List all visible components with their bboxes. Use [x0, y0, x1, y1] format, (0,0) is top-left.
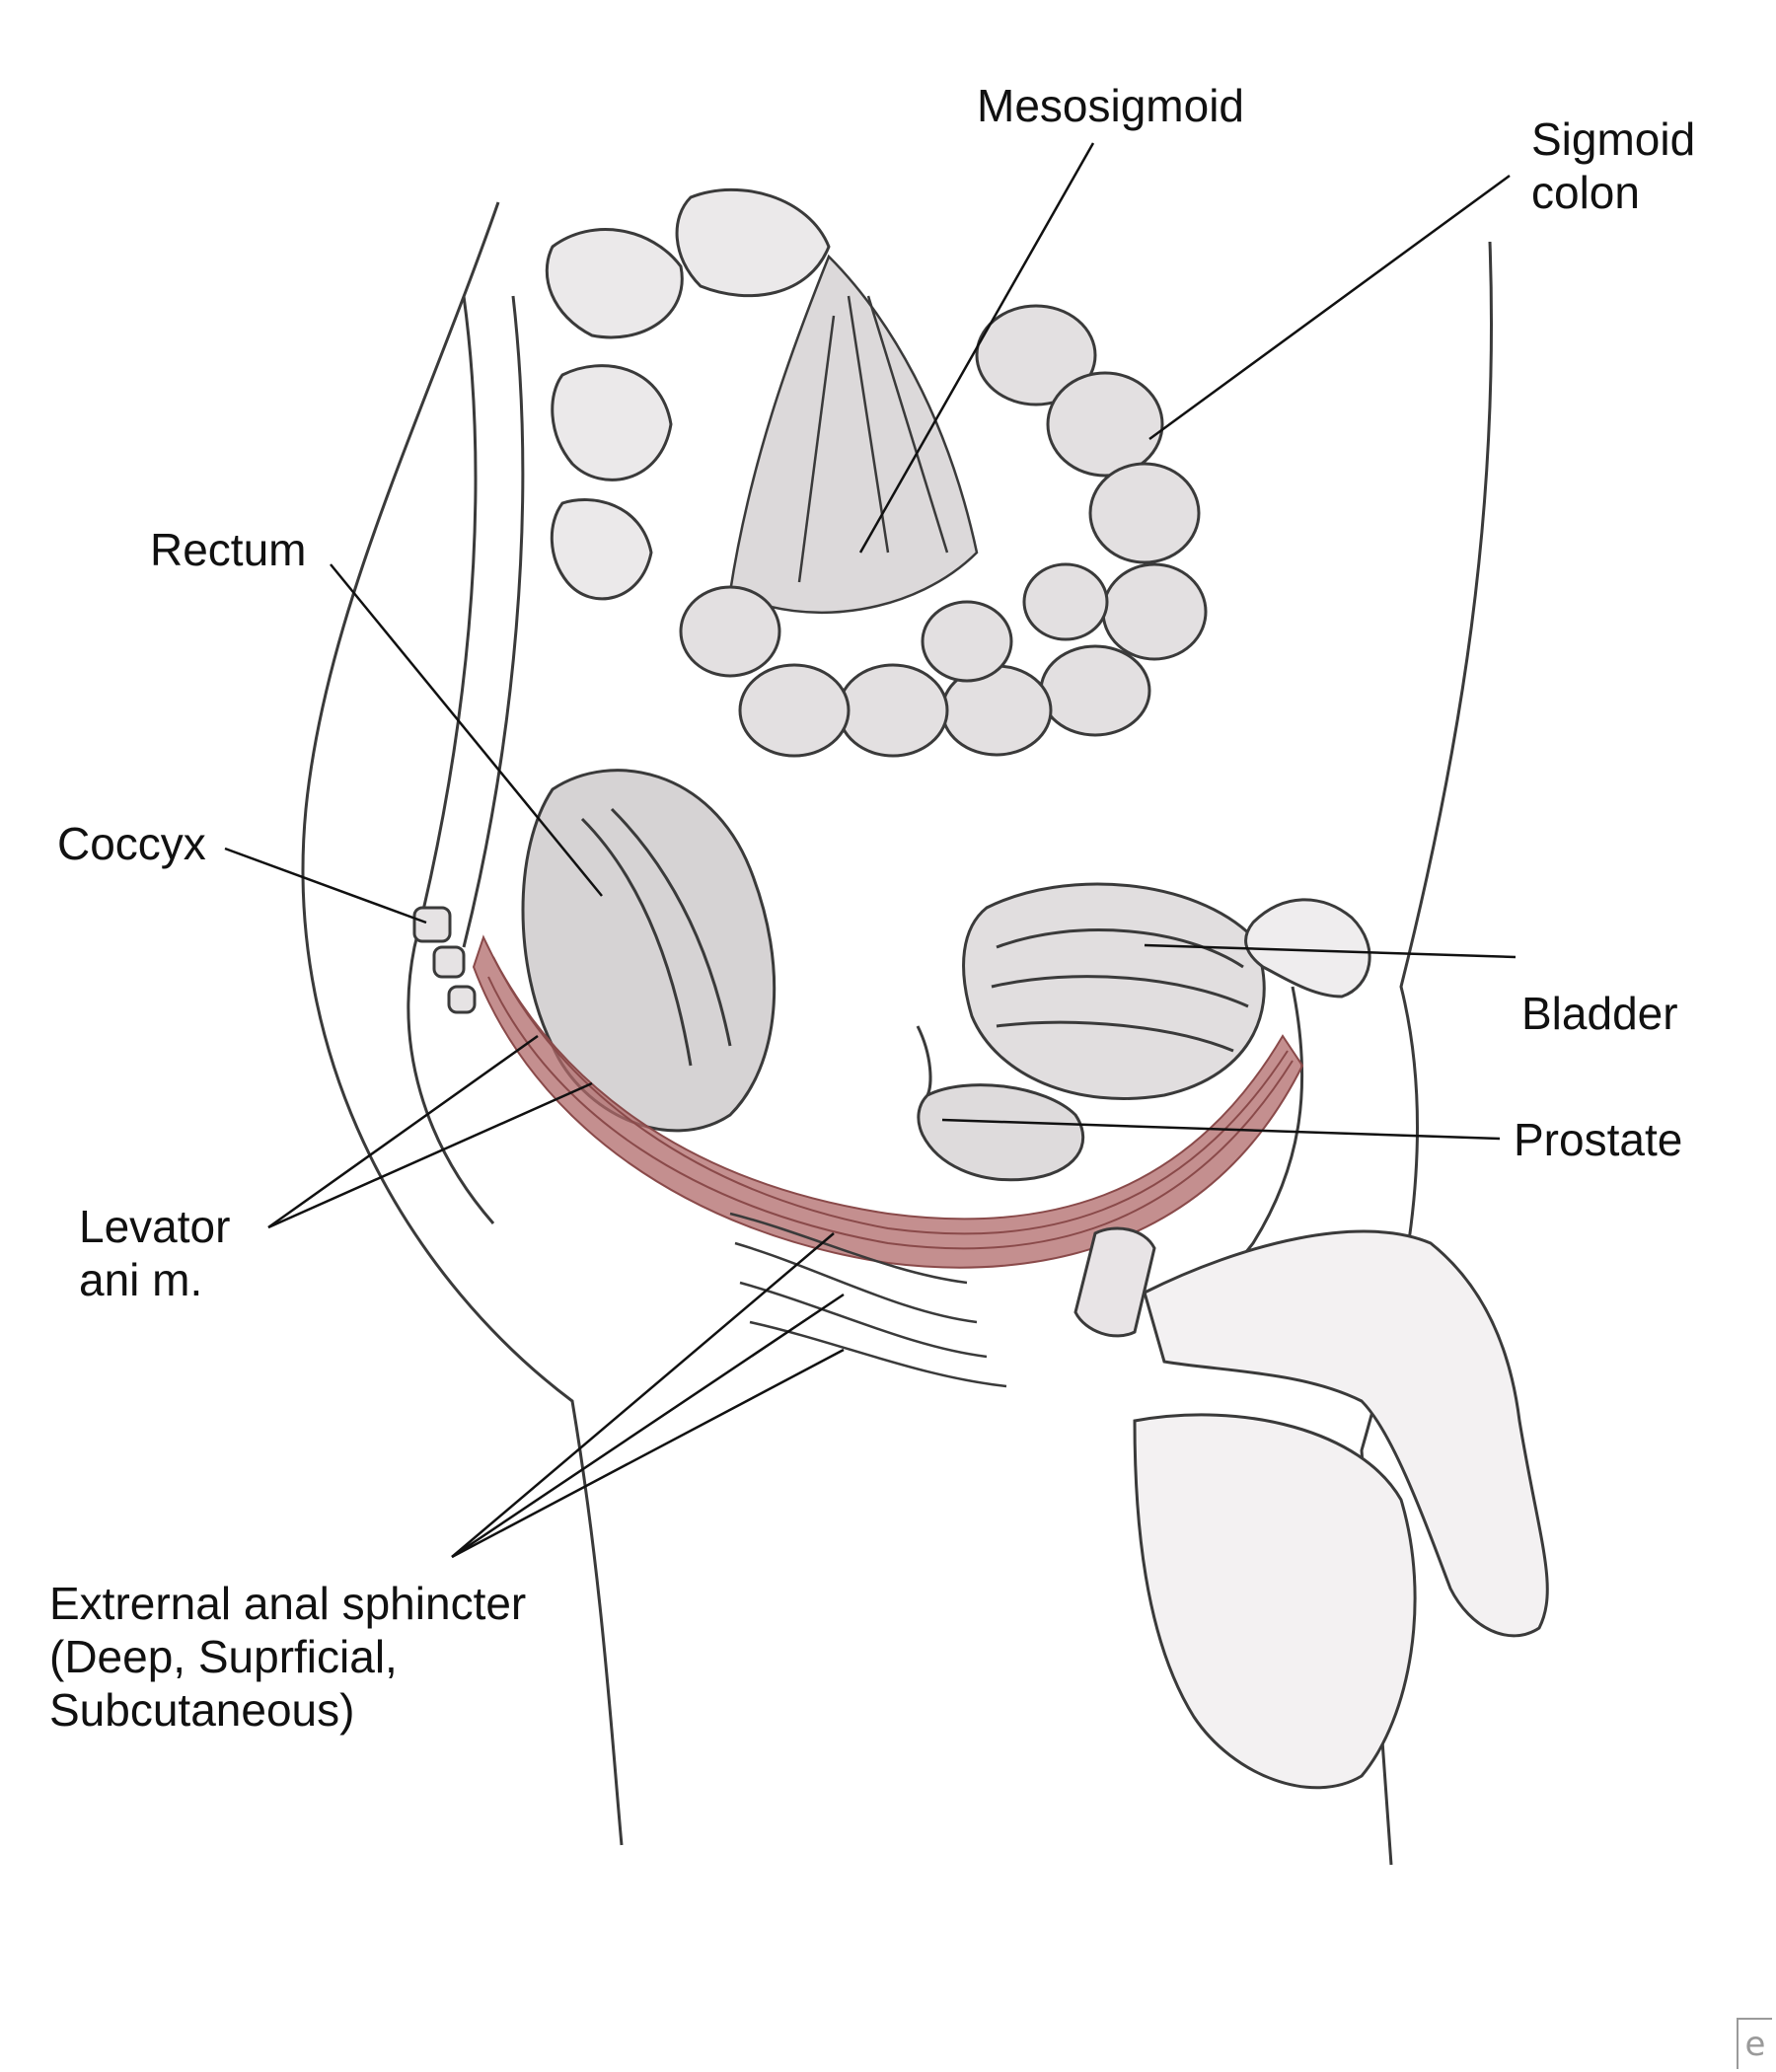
sigmoid-colon-loops — [679, 304, 1208, 758]
leader-lines — [224, 142, 1517, 1559]
leader-line-coccyx — [224, 847, 427, 925]
perineum-contour — [1073, 1226, 1549, 1790]
label-mesosigmoid-text: Mesosigmoid — [977, 80, 1244, 131]
leader-line-sphincter-2 — [451, 1293, 845, 1559]
leader-line-levator-2 — [267, 1081, 593, 1229]
label-sigmoid-line-2: colon — [1531, 167, 1640, 218]
e-logo-icon: e — [1737, 2018, 1772, 2069]
label-coccyx: Coccyx — [57, 817, 206, 870]
rectum-organ — [521, 769, 777, 1133]
label-levator-line-1: Levator — [79, 1201, 231, 1252]
prostate-gland — [916, 1025, 1085, 1182]
leader-line-mesosigmoid — [858, 142, 1095, 554]
label-coccyx-text: Coccyx — [57, 818, 206, 869]
label-rectum-text: Rectum — [150, 524, 307, 575]
label-prostate-text: Prostate — [1514, 1114, 1683, 1165]
leader-line-rectum — [330, 563, 603, 897]
leader-line-prostate — [941, 1118, 1501, 1141]
leader-line-sphincter-3 — [451, 1348, 845, 1559]
label-levator-ani: Levator ani m. — [79, 1200, 230, 1306]
external-anal-sphincter-layers — [729, 1212, 1007, 1388]
label-mesosigmoid: Mesosigmoid — [977, 79, 1244, 132]
label-external-anal-sphincter: Extrernal anal sphincter (Deep, Suprfici… — [49, 1577, 526, 1737]
label-levator-line-2: ani m. — [79, 1254, 203, 1305]
leader-line-sigmoid-colon — [1148, 174, 1511, 441]
label-sphincter-line-1: Extrernal anal sphincter — [49, 1578, 527, 1629]
coccyx-bone — [412, 906, 477, 1014]
label-sigmoid-colon: Sigmoid colon — [1531, 112, 1695, 219]
label-sphincter-line-3: Subcutaneous) — [49, 1684, 355, 1736]
label-sigmoid-line-1: Sigmoid — [1531, 113, 1696, 165]
mesosigmoid-membrane — [728, 254, 979, 615]
leader-line-levator-1 — [267, 1034, 539, 1229]
label-bladder: Bladder — [1521, 987, 1678, 1040]
bladder-organ — [962, 882, 1266, 1100]
sacrum-vertebrae — [407, 187, 831, 1224]
label-sphincter-line-2: (Deep, Suprficial, — [49, 1631, 398, 1682]
leader-line-bladder — [1144, 943, 1517, 959]
label-rectum: Rectum — [150, 523, 306, 576]
leader-line-sphincter-1 — [451, 1232, 835, 1558]
pubic-bone — [1144, 898, 1371, 1297]
label-prostate: Prostate — [1514, 1113, 1682, 1166]
levator-ani-muscle — [472, 934, 1304, 1269]
label-bladder-text: Bladder — [1521, 988, 1678, 1039]
